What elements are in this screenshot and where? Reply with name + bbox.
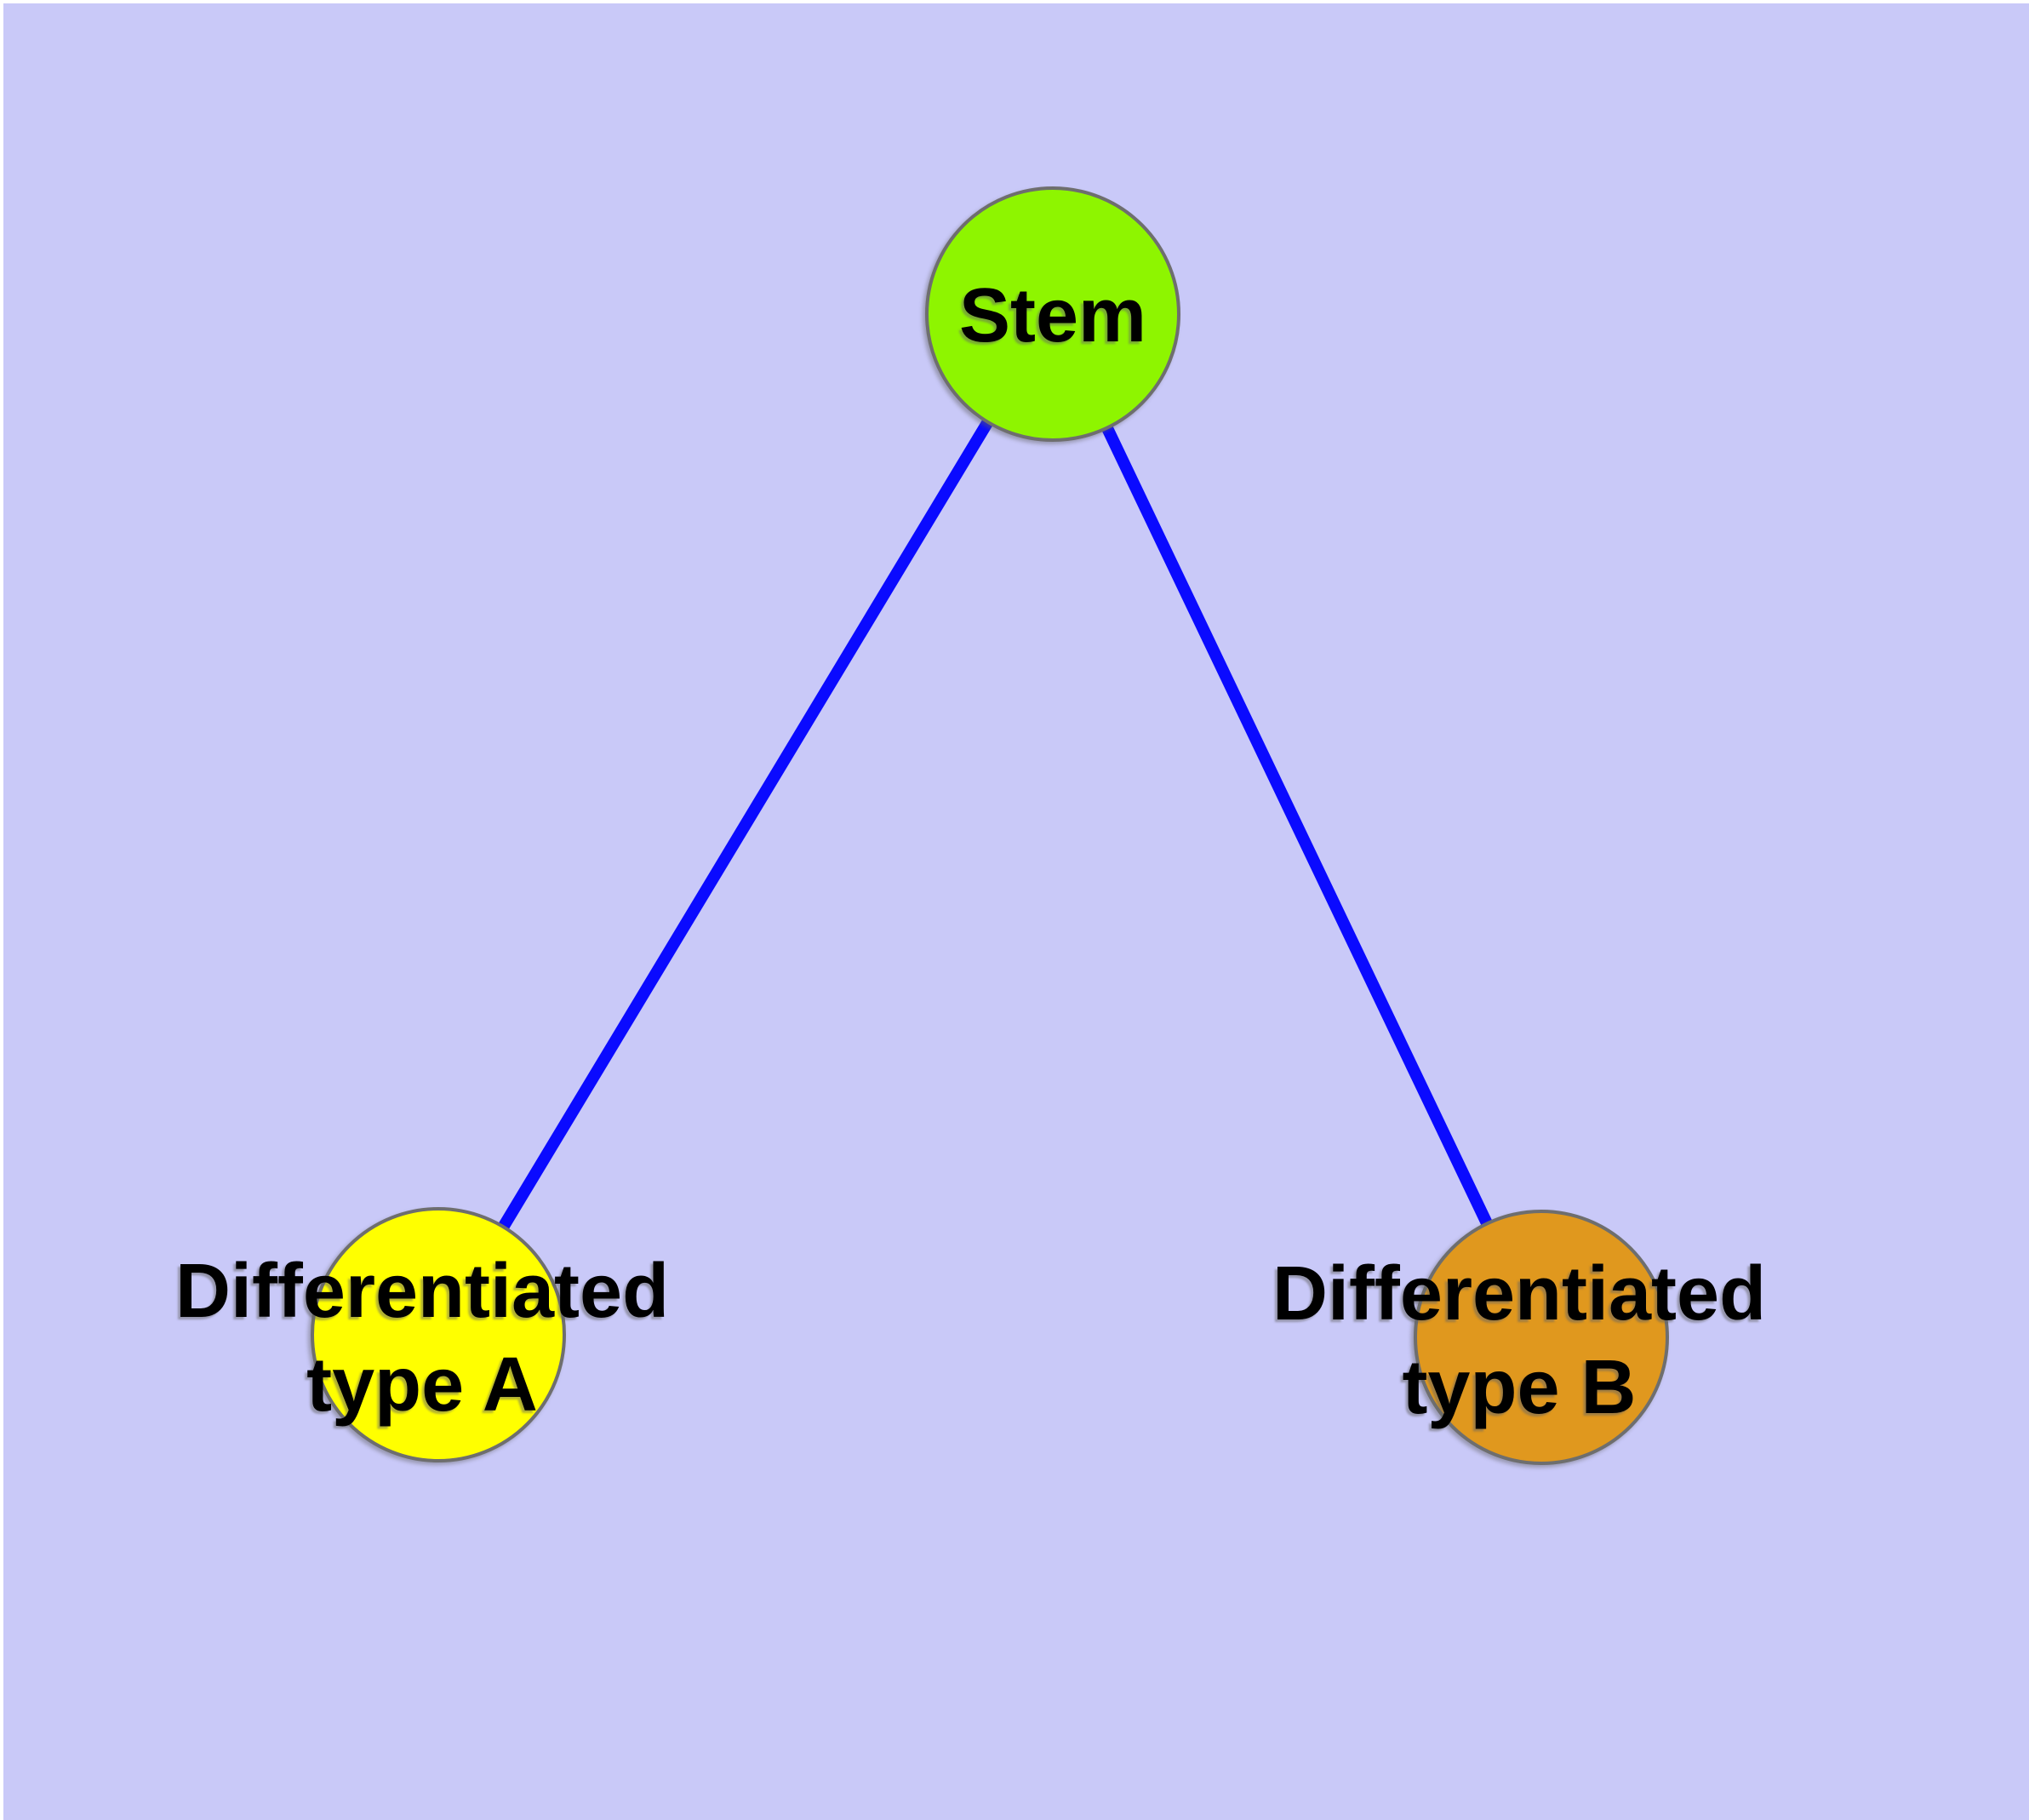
left-edge-strip <box>0 0 3 1820</box>
stem-node <box>925 186 1180 442</box>
label-line: Stem <box>958 273 1147 358</box>
edge-stem-to-type-a <box>433 311 1058 1338</box>
label-line: Differentiated <box>174 1249 670 1334</box>
label-line: type A <box>306 1342 538 1428</box>
top-edge-strip <box>0 0 2029 3</box>
stem-node-label: Stem <box>959 269 1146 363</box>
label-line: Differentiated <box>1272 1251 1767 1336</box>
differentiated-type-b-label: Differentiated type B <box>1272 1247 1766 1434</box>
label-line: type B <box>1402 1345 1637 1430</box>
differentiated-type-a-node <box>311 1207 566 1462</box>
differentiated-type-b-node <box>1414 1210 1669 1465</box>
edge-stem-to-type-b <box>1047 311 1547 1341</box>
differentiated-type-a-label: Differentiated type A <box>175 1245 669 1432</box>
